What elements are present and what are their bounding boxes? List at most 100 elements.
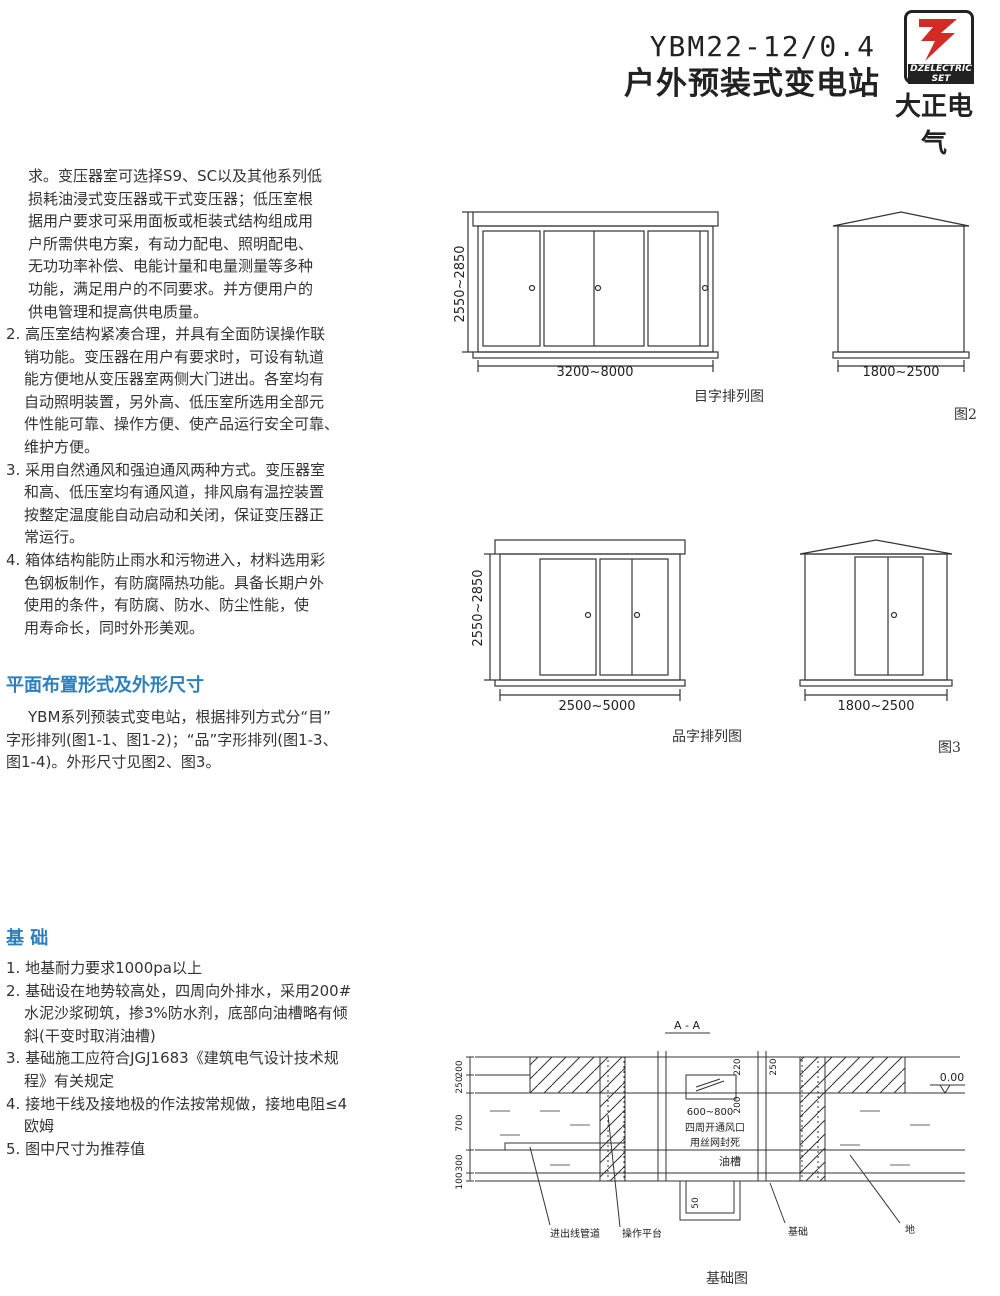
fig3-label: 图3 (938, 740, 961, 756)
callout-label: 进出线管道 (550, 1227, 600, 1240)
intro-line: 无功功率补偿、电能计量和电量测量等多种 (28, 257, 314, 276)
fig3-caption: 品字排列图 (672, 729, 742, 745)
side-base (832, 351, 970, 359)
intro-paragraph: 求。变压器室可选择S9、SC以及其他系列低 损耗油浸式变压器或干式变压器；低压室… (28, 165, 388, 323)
door-handle (584, 611, 592, 619)
foundation-line: 1. 地基耐力要求1000pa以上 (6, 959, 202, 977)
dim-label: 300 (455, 1154, 465, 1171)
right-wall (799, 1056, 826, 1182)
figure-2-drawing: 2550~2850 3200~8000 1800~2500 (453, 211, 970, 380)
foundation-line: 3. 基础施工应符合JGJ1683《建筑电气设计技术规 (6, 1049, 339, 1068)
layout-line: YBM系列预装式变电站，根据排列方式分“目” (28, 708, 331, 726)
oil-pit (679, 1181, 741, 1221)
side-body (804, 553, 948, 681)
feature-line: 色钢板制作，有防腐隔热功能。具备长期户外 (24, 573, 325, 592)
foundation-list: 1. 地基耐力要求1000pa以上 2. 基础设在地势较高处，四周向外排水，采用… (6, 957, 396, 1160)
side-body (837, 225, 965, 353)
foundation-line: 程》有关规定 (24, 1071, 115, 1090)
foundation-section-title: 基 础 (6, 928, 49, 949)
feature-line: 和高、低压室均有通风道，排风扇有温控装置 (24, 483, 325, 502)
feature-line: 销功能。变压器在用户有要求时，可设有轨道 (24, 347, 325, 366)
logo-text: DZELECTRIC SET (908, 64, 974, 84)
foundation-drawing: A - A 200 250 700 300 100 220 250 200 50… (455, 1019, 965, 1240)
product-title: 户外预装式变电站 (624, 66, 880, 102)
intro-line: 求。变压器室可选择S9、SC以及其他系列低 (28, 167, 323, 185)
front-base (494, 679, 686, 687)
foundation-line: 欧姆 (24, 1117, 55, 1136)
door-handle (701, 284, 709, 292)
side-roof (799, 539, 953, 555)
feature-line: 2. 高压室结构紧凑合理，并具有全面防误操作联 (6, 325, 326, 343)
section-label: A - A (674, 1019, 700, 1032)
feature-item: 3. 采用自然通风和强迫通风两种方式。变压器室 和高、低压室均有通风道，排风扇有… (6, 459, 386, 549)
fig3-side-width-dim: 1800~2500 (837, 699, 914, 714)
foundation-line: 斜(干变时取消油槽) (24, 1026, 156, 1045)
layout-section-title: 平面布置形式及外形尺寸 (6, 675, 204, 696)
foundation-caption: 基础图 (706, 1271, 748, 1287)
door-handle (890, 611, 898, 619)
foundation-line: 水泥沙浆砌筑，掺3%防水剂，底部向油槽略有倾 (24, 1004, 348, 1023)
dim-label: 100 (455, 1172, 465, 1189)
door-handle (594, 284, 602, 292)
callout-label: 操作平台 (622, 1227, 662, 1240)
fig3-height-dim: 2550~2850 (471, 569, 486, 646)
intro-line: 供电管理和提高供电质量。 (28, 302, 209, 321)
dim-label: 220 (733, 1058, 743, 1075)
door-handle (528, 284, 536, 292)
door (647, 230, 709, 347)
product-model: YBM22-12/0.4 (649, 30, 876, 63)
foundation-line: 2. 基础设在地势较高处，四周向外排水，采用200# (6, 981, 352, 1000)
front-roof (472, 211, 719, 227)
fig2-height-dim: 2550~2850 (453, 245, 468, 322)
feature-item: 2. 高压室结构紧凑合理，并具有全面防误操作联 销功能。变压器在用户有要求时，可… (6, 323, 386, 459)
callout-label: 基础 (788, 1225, 808, 1238)
feature-list: 2. 高压室结构紧凑合理，并具有全面防误操作联 销功能。变压器在用户有要求时，可… (6, 323, 386, 639)
vent-note: 四周开通风口 (685, 1122, 745, 1134)
layout-line: 图1-4)。外形尺寸见图2、图3。 (6, 753, 221, 772)
intro-line: 损耗油浸式变压器或干式变压器；低压室根 (28, 189, 314, 208)
feature-line: 3. 采用自然通风和强迫通风两种方式。变压器室 (6, 460, 326, 479)
cable-pipe (504, 1142, 626, 1151)
dim-label: 50 (691, 1197, 701, 1209)
side-roof (832, 211, 970, 227)
feature-line: 4. 箱体结构能防止雨水和污物进入，材料选用彩 (6, 550, 326, 569)
foundation-line: 5. 图中尺寸为推荐值 (6, 1139, 146, 1158)
dim-label: 200 (455, 1060, 465, 1077)
feature-line: 常运行。 (24, 528, 85, 547)
intro-line: 户所需供电方案，有动力配电、照明配电、 (28, 234, 314, 253)
front-base (472, 351, 719, 359)
vent-opening (685, 1074, 737, 1100)
door (482, 230, 541, 347)
feature-line: 按整定温度能自动启动和关闭，保证变压器正 (24, 505, 325, 524)
feature-line: 用寿命长，同时外形美观。 (24, 618, 205, 637)
lightning-bolt-icon (919, 19, 957, 61)
brand-name: 大正电气 (894, 92, 973, 159)
fig3-width-dim: 2500~5000 (558, 699, 635, 714)
left-wall (529, 1056, 601, 1094)
figure-3-drawing: 2550~2850 2500~5000 1800~2500 (471, 539, 953, 714)
intro-line: 功能，满足用户的不同要求。并方便用户的 (28, 279, 314, 298)
feature-line: 件性能可靠、操作方便、使产品运行安全可靠、 (24, 415, 340, 434)
door (599, 558, 669, 676)
foundation-line: 4. 接地干线及接地极的作法按常规做，接地电阻≤4 (6, 1094, 348, 1113)
feature-line: 能方便地从变压器室两侧大门进出。各室均有 (24, 370, 325, 389)
door-handle (633, 611, 641, 619)
left-wall (599, 1056, 626, 1182)
vent-dim: 600~800 (687, 1107, 734, 1118)
level-label: 0.00 (940, 1071, 965, 1084)
dim-label: 250 (769, 1058, 779, 1075)
feature-line: 维护方便。 (24, 437, 100, 456)
door (539, 558, 597, 676)
dim-label: 700 (455, 1114, 465, 1131)
feature-line: 自动照明装置，另外高、低压室所选用全部元 (24, 392, 325, 411)
intro-line: 据用户要求可采用面板或柜装式结构组成用 (28, 212, 314, 231)
door (854, 556, 924, 676)
fig2-label: 图2 (954, 407, 977, 423)
fig2-caption: 目字排列图 (694, 389, 764, 405)
right-wall (824, 1056, 906, 1094)
front-roof (494, 539, 686, 555)
oil-tank-label: 油槽 (719, 1154, 741, 1168)
dim-label: 200 (733, 1096, 743, 1113)
callout-label: 地 (905, 1223, 915, 1236)
fig2-side-width-dim: 1800~2500 (862, 365, 939, 380)
